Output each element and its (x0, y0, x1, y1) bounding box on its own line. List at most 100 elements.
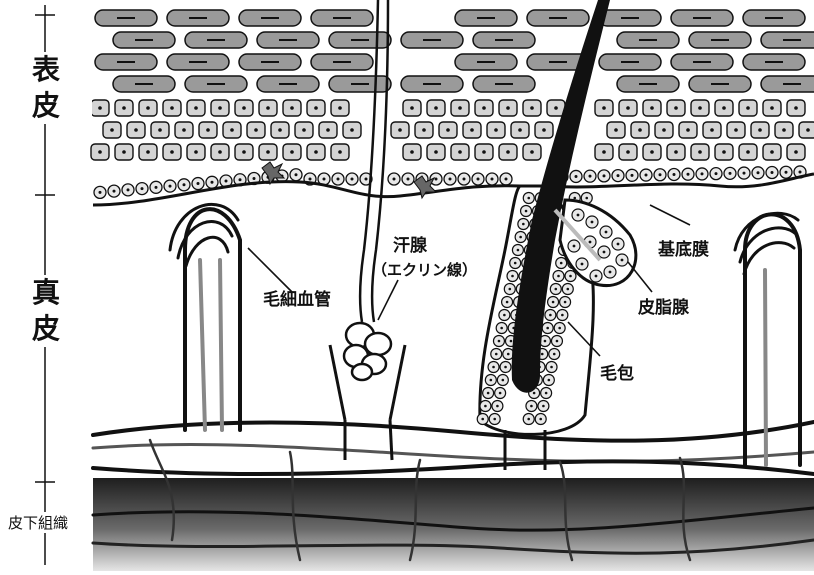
corneum-cell (239, 54, 301, 70)
follicle-cell (535, 414, 546, 425)
follicle-cell (557, 310, 568, 321)
spinous-cell (763, 144, 781, 160)
spinous-cell (235, 100, 253, 116)
spinous-cell (667, 100, 685, 116)
corneum-cell (617, 32, 679, 48)
follicle-cell (515, 232, 526, 243)
basal-cell (192, 178, 204, 190)
follicle-cell (518, 219, 529, 230)
corneum-cell (239, 10, 301, 26)
spinous-cell (331, 100, 349, 116)
follicle-cell (548, 297, 559, 308)
spinous-cell (223, 122, 241, 138)
spinous-cell (439, 122, 457, 138)
spinous-cell (115, 100, 133, 116)
spinous-cell (403, 100, 421, 116)
spinous-cell (787, 100, 805, 116)
basal-cell (388, 173, 400, 185)
spinous-cell (199, 122, 217, 138)
basal-cell (206, 176, 218, 188)
label-dermis: 真 皮 (0, 275, 92, 347)
sweat-gland-coil (344, 323, 391, 380)
corneum-cell (167, 54, 229, 70)
spinous-cell (211, 144, 229, 160)
spinous-cell (127, 122, 145, 138)
sebaceous-cell (612, 238, 624, 250)
spinous-cell (463, 122, 481, 138)
corneum-cell (257, 32, 319, 48)
label-sweat-gland-sub: （エクリン線） (372, 260, 477, 280)
follicle-cell (510, 258, 521, 269)
label-sweat-gland: 汗腺 (393, 236, 427, 256)
sebaceous-cell (616, 254, 628, 266)
corneum-cell (743, 10, 805, 26)
basal-cell (640, 169, 652, 181)
spinous-cell (715, 144, 733, 160)
spinous-cell (799, 122, 814, 138)
follicle-cell (477, 414, 488, 425)
spinous-cell (751, 122, 769, 138)
basal-cell (108, 185, 120, 197)
corneum-cell (671, 54, 733, 70)
spinous-cell (511, 122, 529, 138)
basal-cell (402, 173, 414, 185)
subcutis-layer (93, 478, 814, 571)
follicle-cell (553, 271, 564, 282)
spinous-cell (115, 144, 133, 160)
spinous-cell (535, 122, 553, 138)
basal-cell (724, 167, 736, 179)
basal-cell (710, 168, 722, 180)
spinous-cell (259, 100, 277, 116)
spinous-cell (235, 144, 253, 160)
spinous-cell (607, 122, 625, 138)
corneum-cell (473, 76, 535, 92)
follicle-cell (542, 323, 553, 334)
sebaceous-cell (576, 258, 588, 270)
spinous-cell (283, 144, 301, 160)
corneum-cell (113, 76, 175, 92)
corneum-cell (455, 54, 517, 70)
basal-cell (682, 168, 694, 180)
sebaceous-cell (586, 216, 598, 228)
corneum-cell (167, 10, 229, 26)
spinous-cell (739, 144, 757, 160)
spinous-cell (427, 144, 445, 160)
follicle-cell (495, 388, 506, 399)
spinous-cell (271, 122, 289, 138)
corneum-cell (761, 32, 814, 48)
corneum-cell (473, 32, 535, 48)
label-epidermis-1: 表 (0, 52, 92, 88)
corneum-cell (599, 10, 661, 26)
spinous-cell (703, 122, 721, 138)
basal-cell (94, 186, 106, 198)
spinous-cell (403, 144, 421, 160)
spinous-cell (475, 144, 493, 160)
stratum-corneum (95, 10, 814, 92)
spinous-cell (499, 100, 517, 116)
spinous-cell (679, 122, 697, 138)
label-hair-follicle: 毛包 (600, 364, 634, 384)
follicle-cell (493, 336, 504, 347)
spinous-cell (391, 122, 409, 138)
follicle-cell (485, 375, 496, 386)
spinous-cell (283, 100, 301, 116)
follicle-cell (491, 349, 502, 360)
spinous-cell (343, 122, 361, 138)
basal-cell (654, 169, 666, 181)
follicle-cell (543, 375, 554, 386)
spinous-cell (91, 100, 109, 116)
corneum-cell (185, 76, 247, 92)
spinous-cell (451, 100, 469, 116)
corneum-cell (671, 10, 733, 26)
follicle-cell (562, 284, 573, 295)
label-capillary: 毛細血管 (263, 290, 331, 310)
spinous-cell (427, 100, 445, 116)
spinous-cell (259, 144, 277, 160)
corneum-cell (329, 76, 391, 92)
corneum-cell (743, 54, 805, 70)
corneum-cell (257, 76, 319, 92)
spinous-cell (643, 100, 661, 116)
basal-cell (668, 168, 680, 180)
corneum-cell (599, 54, 661, 70)
follicle-cell (480, 401, 491, 412)
